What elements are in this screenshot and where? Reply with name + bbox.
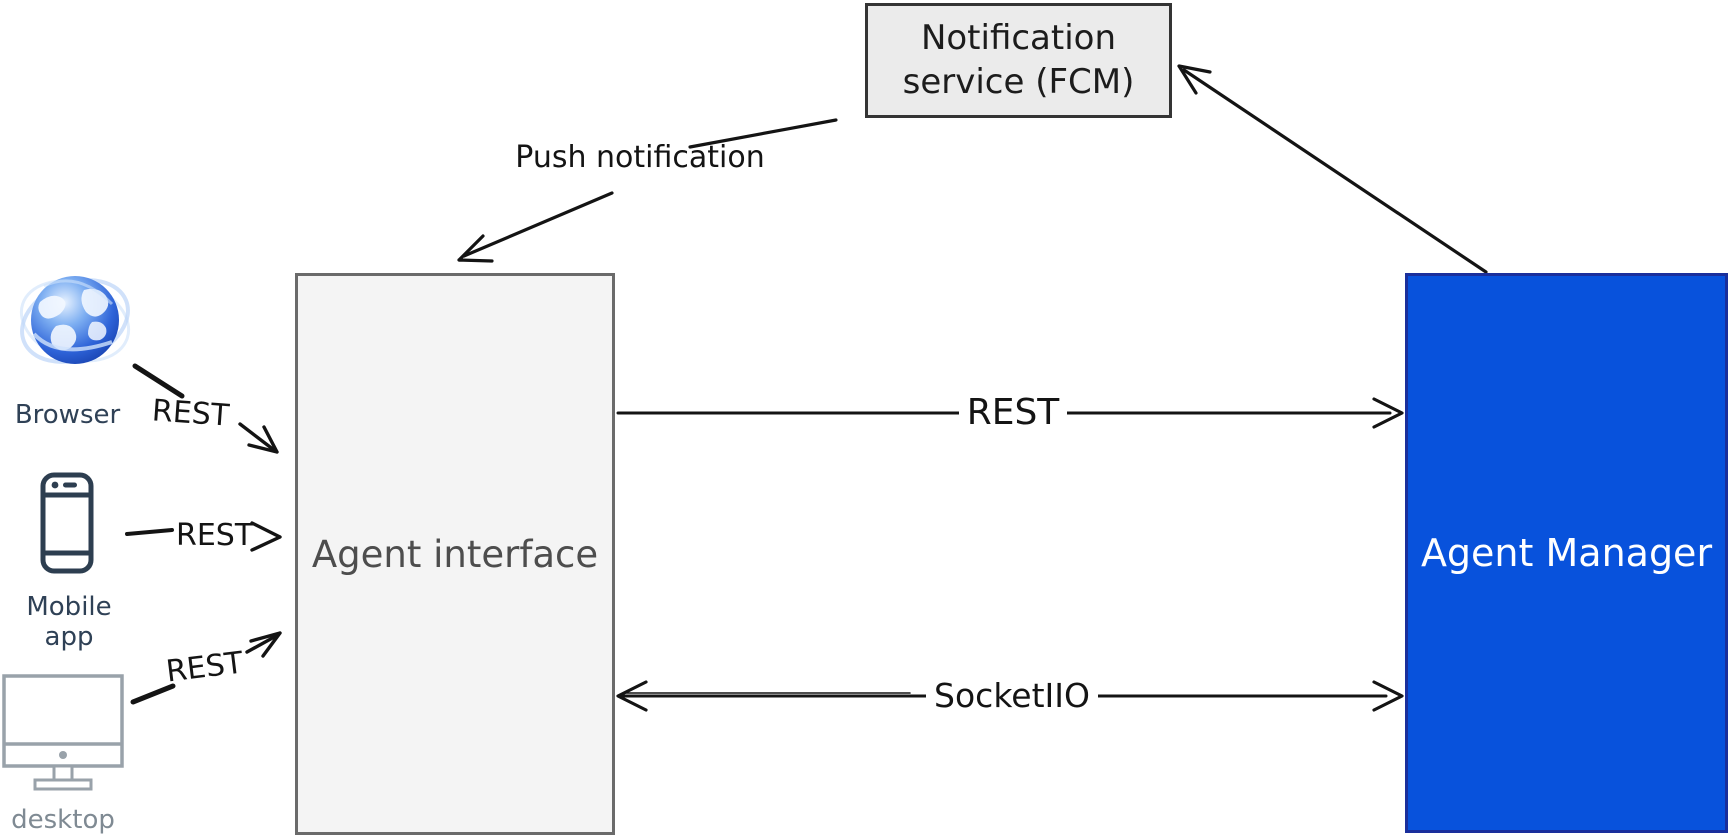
push-notification-edge-label: Push notification	[515, 140, 765, 175]
browser-rest-edge-label: REST	[150, 393, 231, 434]
agent-interface-label: Agent interface	[311, 532, 599, 576]
monitor-icon	[2, 674, 124, 791]
desktop-label: desktop	[11, 805, 115, 835]
smartphone-icon	[40, 472, 94, 574]
rest-main-edge-label: REST	[953, 392, 1073, 433]
rest-main-edge-label-text: REST	[958, 392, 1068, 433]
globe-icon	[19, 276, 131, 364]
notification-service-label: Notification service (FCM)	[902, 17, 1135, 102]
desktop-rest-edge-label: REST	[164, 645, 246, 690]
browser-label: Browser	[14, 400, 121, 430]
socket-edge-label-text: SocketIIO	[926, 676, 1098, 715]
node-agent-manager: Agent Manager	[1405, 273, 1728, 833]
mobile-rest-edge-label: REST	[176, 518, 254, 553]
mobile-app-label: Mobile app	[26, 592, 112, 652]
agent-manager-label: Agent Manager	[1420, 531, 1713, 575]
node-agent-interface: Agent interface	[295, 273, 615, 835]
node-notification-service: Notification service (FCM)	[865, 3, 1172, 118]
manager-to-fcm-arrow	[1177, 64, 1488, 274]
socket-edge-label: SocketIIO	[922, 676, 1102, 715]
